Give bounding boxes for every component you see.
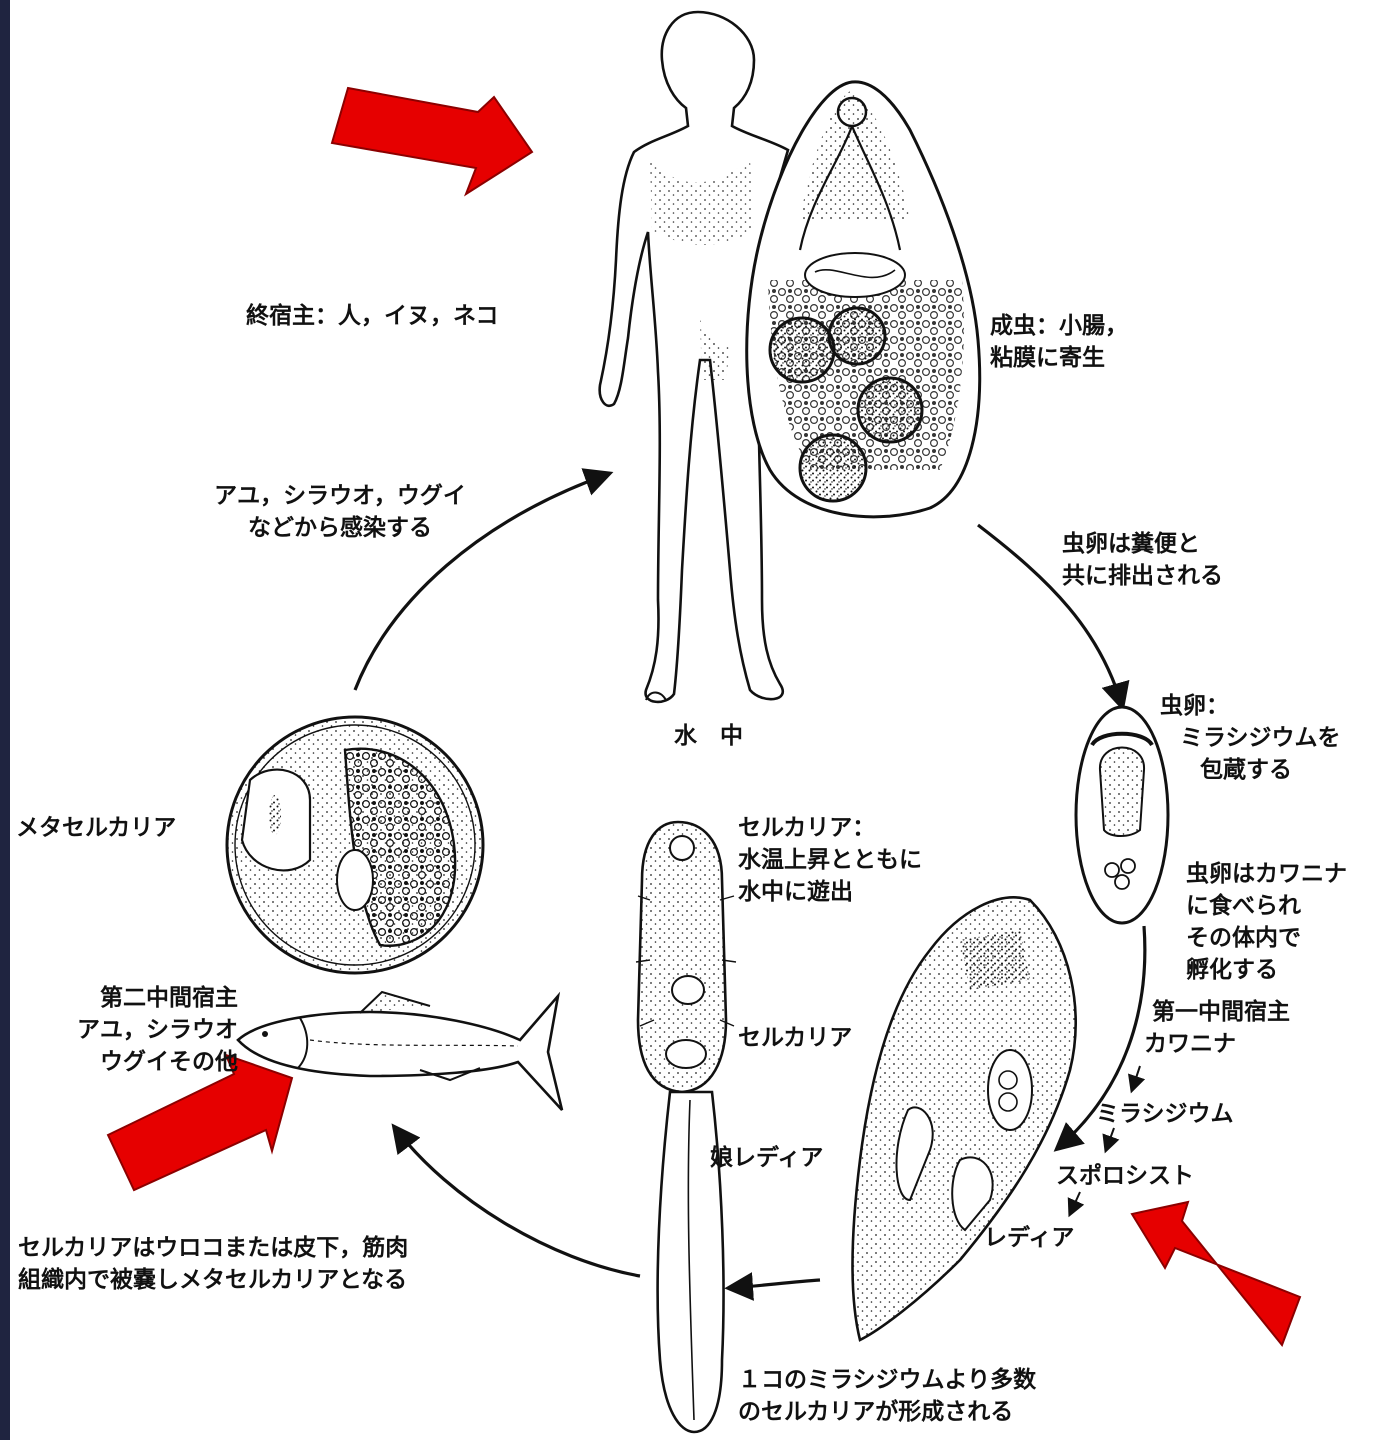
label-adult-line-2: 粘膜に寄生 [990, 342, 1128, 374]
fluke-testis-2 [829, 308, 885, 364]
label-adult-worm: 成虫：小腸， 粘膜に寄生 [990, 310, 1128, 374]
label-second-intermediate-host: 第二中間宿主 アユ，シラウオ ウグイその他 [10, 982, 238, 1078]
cercaria-illustration [636, 822, 736, 1432]
highlight-arrow-first-host [1132, 1202, 1300, 1345]
fluke-testis-3 [858, 378, 922, 442]
label-cercaria-emerge-line-2: 水温上昇とともに [738, 844, 922, 876]
label-egg-eaten: 虫卵はカワニナ に食べられ その体内で 孵化する [1186, 858, 1347, 986]
redia-illustration [853, 897, 1076, 1340]
label-redia: レディア [984, 1222, 1074, 1254]
arrow-redia-to-cercaria [730, 1280, 820, 1288]
label-first-host-line-1: 第一中間宿主 [1152, 996, 1290, 1028]
label-many-cercariae-line-2: のセルカリアが形成される [738, 1396, 1036, 1428]
label-many-cercariae: １コのミラシジウムより多数 のセルカリアが形成される [738, 1364, 1036, 1428]
label-eggs-excreted: 虫卵は糞便と 共に排出される [1062, 528, 1223, 592]
label-metacercaria: メタセルカリア [16, 812, 176, 844]
label-egg-eaten-line-3: その体内で [1186, 922, 1347, 954]
label-miracidium: ミラシジウム [1096, 1098, 1234, 1130]
label-cercaria-emerge-line-1: セルカリア： [738, 812, 922, 844]
label-egg-line-3: 包蔵する [1200, 754, 1341, 786]
label-first-intermediate-host: 第一中間宿主 カワニナ [1152, 996, 1290, 1060]
arrow-cercaria-to-fish [395, 1128, 640, 1276]
label-encystment: セルカリアはウロコまたは皮下，筋肉 組織内で被嚢しメタセルカリアとなる [18, 1232, 408, 1296]
label-sporocyst: スポロシスト [1056, 1160, 1194, 1192]
label-cercaria: セルカリア [738, 1022, 852, 1054]
label-second-host-line-1: 第二中間宿主 [10, 982, 238, 1014]
label-egg-line-2: ミラシジウムを [1180, 722, 1341, 754]
label-encystment-line-2: 組織内で被嚢しメタセルカリアとなる [18, 1264, 408, 1296]
fluke-testis-4 [800, 435, 866, 501]
label-adult-line-1: 成虫：小腸， [990, 310, 1128, 342]
label-egg-eaten-line-4: 孵化する [1186, 954, 1347, 986]
label-definitive-host: 終宿主：人，イヌ，ネコ [246, 300, 499, 332]
label-many-cercariae-line-1: １コのミラシジウムより多数 [738, 1364, 1036, 1396]
slide-frame: 終宿主：人，イヌ，ネコ 成虫：小腸， 粘膜に寄生 アユ，シラウオ，ウグイ などか… [10, 0, 1391, 1440]
arrow-miracidium-to-sporocyst [1106, 1128, 1114, 1150]
arrow-sporocyst-to-redia [1070, 1192, 1080, 1214]
label-in-water: 水 中 [674, 720, 743, 752]
label-cercaria-emerge: セルカリア： 水温上昇とともに 水中に遊出 [738, 812, 922, 908]
fluke-testis-1 [770, 318, 834, 382]
arrow-snail-to-miracidium [1132, 1066, 1140, 1090]
label-cercaria-emerge-line-3: 水中に遊出 [738, 876, 922, 908]
label-egg-eaten-line-1: 虫卵はカワニナ [1186, 858, 1347, 890]
metacercaria-illustration [227, 717, 483, 973]
label-second-host-line-3: ウグイその他 [10, 1046, 238, 1078]
egg-illustration [1076, 707, 1168, 923]
label-daughter-redia: 娘レディア [710, 1142, 823, 1174]
label-infection-line-2: などから感染する [170, 512, 510, 544]
label-infection-line-1: アユ，シラウオ，ウグイ [170, 480, 510, 512]
highlight-arrow-definitive-host [332, 88, 532, 194]
label-egg-eaten-line-2: に食べられ [1186, 890, 1347, 922]
label-encystment-line-1: セルカリアはウロコまたは皮下，筋肉 [18, 1232, 408, 1264]
label-egg-line-1: 虫卵： [1160, 690, 1341, 722]
redia-body [853, 897, 1076, 1340]
label-egg: 虫卵： ミラシジウムを 包蔵する [1160, 690, 1341, 786]
label-eggs-excreted-line-1: 虫卵は糞便と [1062, 528, 1223, 560]
label-second-host-line-2: アユ，シラウオ [10, 1014, 238, 1046]
label-infection-source: アユ，シラウオ，ウグイ などから感染する [170, 480, 510, 544]
label-eggs-excreted-line-2: 共に排出される [1062, 560, 1223, 592]
label-first-host-line-2: カワニナ [1144, 1028, 1290, 1060]
